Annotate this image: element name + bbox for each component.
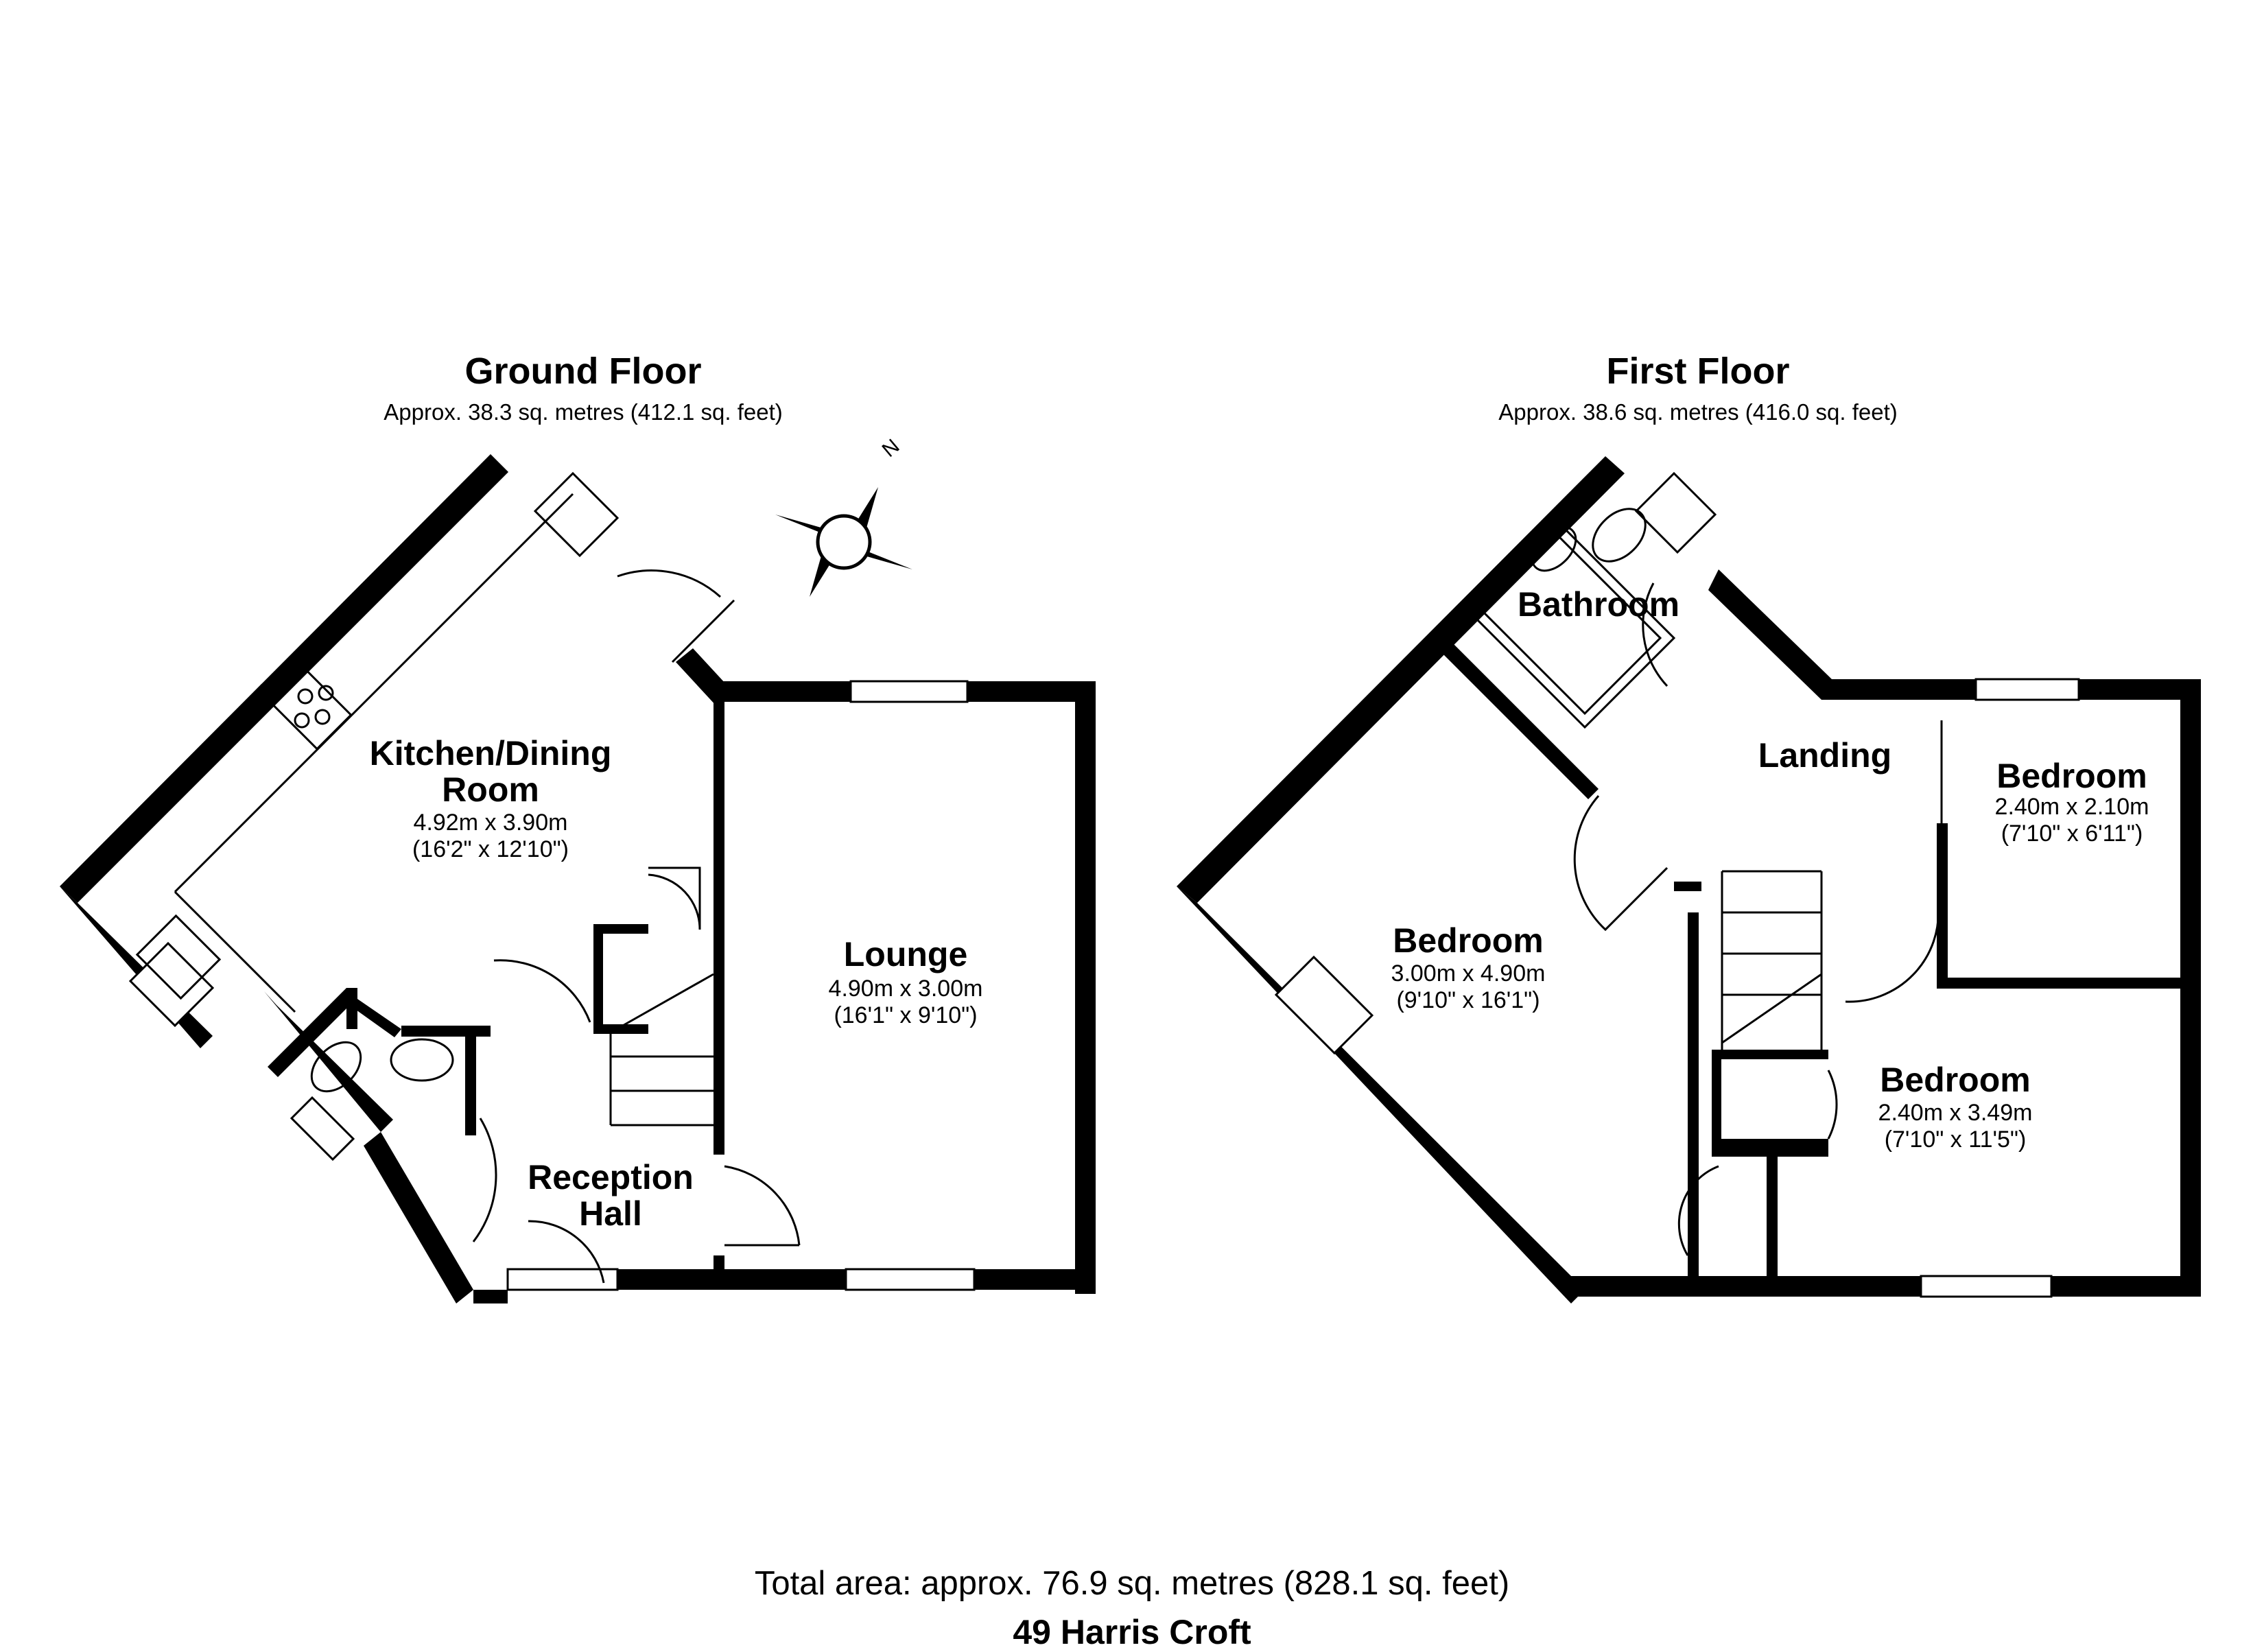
compass-icon — [775, 487, 912, 597]
room-bedroom-small-dim-ft: (7'10" x 6'11") — [2001, 821, 2143, 847]
first-floor-plan — [1177, 456, 2201, 1303]
room-bedroom-small-name: Bedroom — [1996, 757, 2147, 795]
room-bedroom-rear-name: Bedroom — [1880, 1061, 2031, 1099]
property-address: 49 Harris Croft — [1013, 1613, 1251, 1651]
ground-floor-area: Approx. 38.3 sq. metres (412.1 sq. feet) — [384, 399, 783, 425]
total-area: Total area: approx. 76.9 sq. metres (828… — [754, 1565, 1510, 1602]
room-bedroom-small-dim: 2.40m x 2.10m (7'10" x 6'11") — [1948, 794, 2195, 847]
room-reception-hall-name: Reception Hall — [528, 1158, 694, 1233]
room-bedroom-rear-dim-m: 2.40m x 3.49m — [1878, 1100, 2033, 1126]
ground-floor-fixtures — [135, 493, 801, 1284]
room-bedroom-rear-dim-ft: (7'10" x 11'5") — [1884, 1126, 2027, 1153]
room-bedroom-large-name: Bedroom — [1393, 921, 1544, 960]
room-bathroom-name: Bathroom — [1517, 585, 1680, 624]
ground-floor-title: Ground Floor — [464, 351, 702, 392]
first-floor-title: First Floor — [1606, 351, 1790, 392]
room-bedroom-rear-dim: 2.40m x 3.49m (7'10" x 11'5") — [1825, 1100, 2086, 1153]
room-bedroom-small-dim-m: 2.40m x 2.10m — [1994, 794, 2149, 820]
room-bedroom-large-dim-ft: (9'10" x 16'1") — [1396, 987, 1540, 1014]
room-landing-name: Landing — [1758, 736, 1892, 775]
room-bedroom-large-dim: 3.00m x 4.90m (9'10" x 16'1") — [1345, 960, 1592, 1014]
room-kitchen-dining-name: Kitchen/Dining Room — [369, 734, 612, 809]
first-floor-area: Approx. 38.6 sq. metres (416.0 sq. feet) — [1498, 399, 1898, 425]
room-kitchen-dining-dim-m: 4.92m x 3.90m — [413, 810, 568, 836]
room-lounge-dim-m: 4.90m x 3.00m — [828, 976, 983, 1002]
ground-floor-walls — [60, 454, 1096, 1303]
room-kitchen-dining-dim-ft: (16'2" x 12'10") — [412, 836, 569, 863]
ground-floor-plan — [60, 454, 1096, 1303]
first-floor-windows — [1274, 471, 2080, 1298]
room-bedroom-large-dim-m: 3.00m x 4.90m — [1391, 960, 1546, 987]
ground-floor-windows — [128, 471, 976, 1291]
room-lounge-name: Lounge — [843, 935, 968, 974]
room-lounge-dim: 4.90m x 3.00m (16'1" x 9'10") — [762, 976, 1050, 1029]
first-floor-walls — [1177, 456, 2201, 1303]
compass-north-label: N — [878, 435, 904, 462]
first-floor-fixtures — [1466, 508, 1943, 1256]
room-lounge-dim-ft: (16'1" x 9'10") — [834, 1002, 978, 1029]
room-kitchen-dining-dim: 4.92m x 3.90m (16'2" x 12'10") — [312, 810, 669, 863]
